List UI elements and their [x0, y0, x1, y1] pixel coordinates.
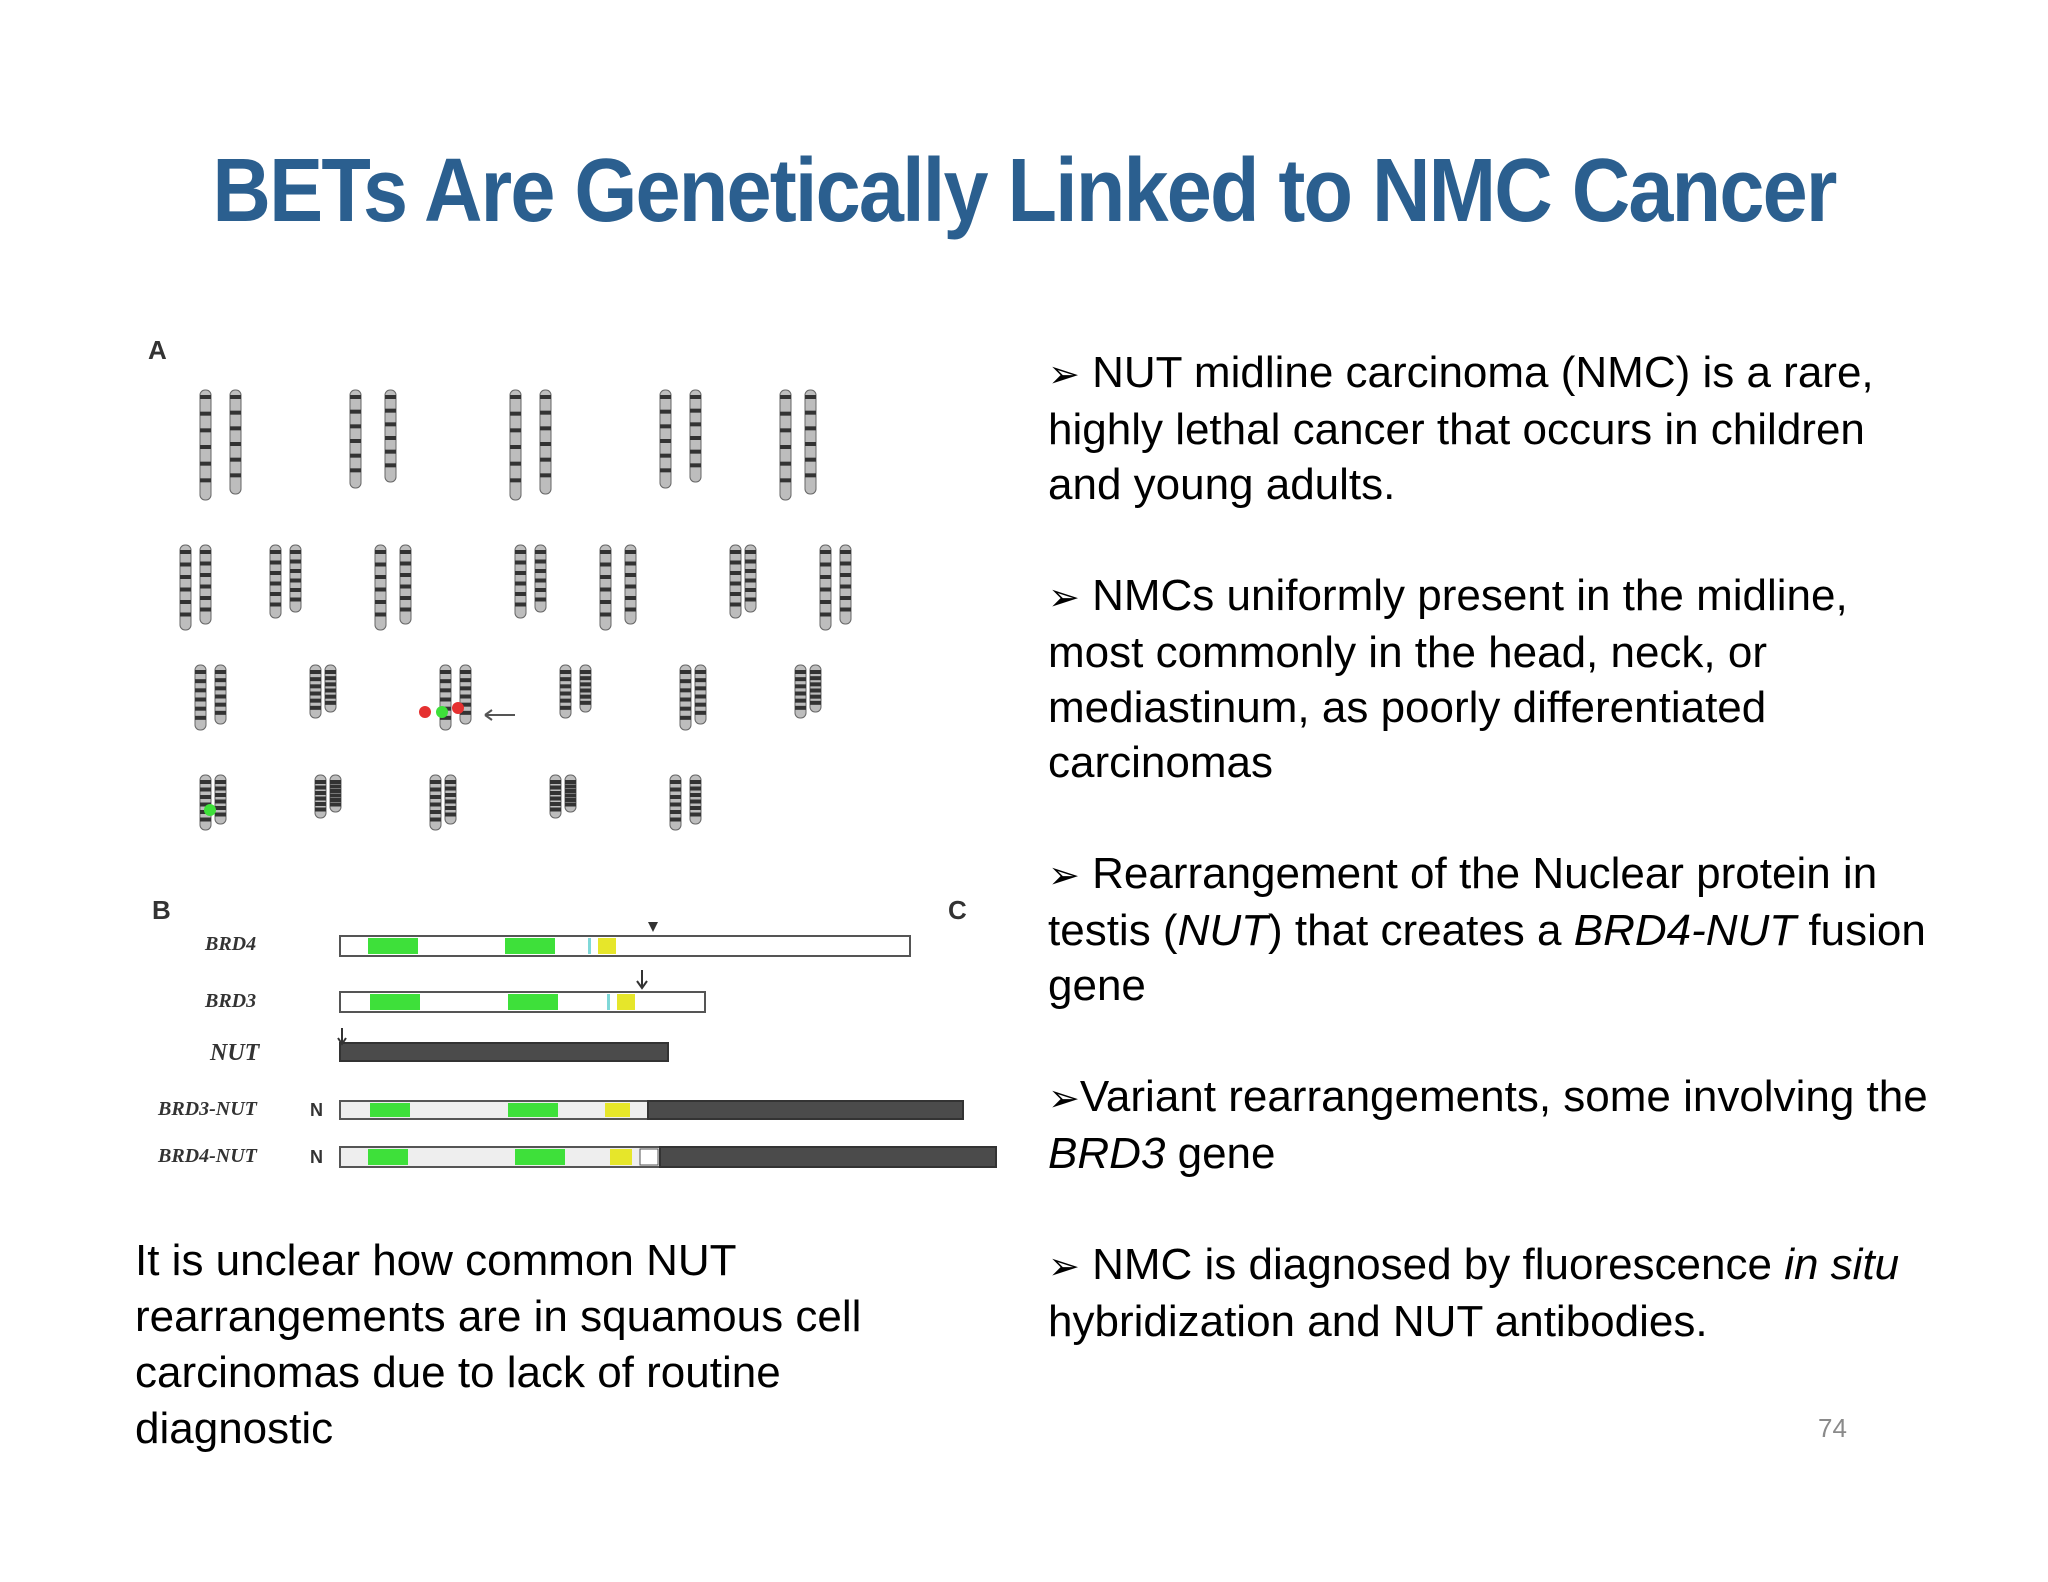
chromosome — [539, 389, 552, 495]
gene-diagram — [337, 922, 997, 1168]
chromosome — [599, 544, 612, 631]
chromosome — [579, 664, 592, 713]
chromosome — [329, 774, 342, 813]
brd4-nut-n-terminus: N — [310, 1147, 323, 1167]
chromosome — [444, 774, 457, 825]
chromosome — [669, 774, 682, 831]
page-number: 74 — [1818, 1413, 1847, 1443]
brd4-label: BRD4 — [205, 933, 257, 955]
chromosome — [729, 544, 742, 619]
nut-gene-bar — [337, 1028, 669, 1062]
chromosome — [179, 544, 192, 631]
chromosome — [399, 544, 412, 625]
karyotype-image — [179, 389, 852, 831]
chromosome — [194, 664, 207, 731]
chromosome — [314, 774, 327, 819]
chromosome — [269, 544, 282, 619]
bullet-item: ➢ NMC is diagnosed by fluorescence in si… — [1048, 1240, 1900, 1346]
arrow-bullet-icon: ➢ — [1048, 352, 1080, 396]
brd3-nut-label: BRD3-NUT — [158, 1098, 257, 1120]
chromosome — [549, 774, 562, 819]
chromosome — [199, 389, 212, 501]
chromosome — [229, 389, 242, 495]
brd3-gene-bar — [339, 970, 706, 1013]
chromosome — [839, 544, 852, 625]
brd3-et-domain — [617, 994, 635, 1010]
chromosome — [214, 664, 227, 725]
chromosome — [534, 544, 547, 613]
chromosome — [374, 544, 387, 631]
chromosome — [559, 664, 572, 719]
arrow-bullet-icon: ➢ — [1048, 1076, 1080, 1120]
chromosome — [809, 664, 822, 713]
left-note: It is unclear how common NUT rearrangeme… — [135, 1236, 862, 1453]
chromosome — [794, 664, 807, 719]
arrow-bullet-icon: ➢ — [1048, 1244, 1080, 1288]
arrow-icon — [484, 709, 515, 721]
fish-signal-dot — [436, 706, 448, 718]
chromosome — [384, 389, 397, 483]
chromosome — [289, 544, 302, 613]
brd4-gene-bar — [339, 922, 911, 957]
brd4-nut-label: BRD4-NUT — [158, 1145, 257, 1167]
fish-signal-dot — [419, 706, 431, 718]
brd3-nut-fusion-bar — [339, 1100, 964, 1120]
brd4-nut-fusion-bar — [339, 1146, 997, 1168]
karyotype-and-gene-figure: A B C — [140, 330, 1000, 1190]
chromosome — [429, 774, 442, 831]
arrow-bullet-icon: ➢ — [1048, 853, 1080, 897]
arrow-bullet-icon: ➢ — [1048, 575, 1080, 619]
brd4-breakpoint-marker — [648, 922, 658, 932]
chromosome — [514, 544, 527, 619]
chromosome — [659, 389, 672, 489]
chromosome — [324, 664, 337, 713]
brd3-nut-n-terminus: N — [310, 1100, 323, 1120]
chromosome — [779, 389, 792, 501]
bullet-item: ➢ NMCs uniformly present in the midline,… — [1048, 571, 1848, 787]
chromosome — [819, 544, 832, 631]
brd3-breakpoint-arrow — [636, 970, 648, 990]
fish-signal-dot — [204, 804, 216, 816]
chromosome — [694, 664, 707, 725]
chromosome — [624, 544, 637, 625]
chromosome — [509, 389, 522, 501]
chromosome — [199, 544, 212, 625]
chromosome — [564, 774, 577, 813]
chromosome — [689, 389, 702, 483]
chromosome — [804, 389, 817, 495]
bullet-item: ➢ NUT midline carcinoma (NMC) is a rare,… — [1048, 348, 1874, 509]
chromosome — [689, 774, 702, 825]
chromosome — [349, 389, 362, 489]
brd3-bromodomain-1 — [370, 994, 420, 1010]
fish-signal-dot — [452, 702, 464, 714]
chromosome — [679, 664, 692, 731]
brd3-bromodomain-2 — [508, 994, 558, 1010]
chromosome — [309, 664, 322, 719]
chromosome — [214, 774, 227, 825]
brd4-et-domain — [598, 938, 616, 954]
panel-b-label: B — [152, 895, 171, 925]
brd4-bromodomain-1 — [368, 938, 418, 954]
bullet-item: ➢ Rearrangement of the Nuclear protein i… — [1048, 849, 1926, 1010]
bullet-item: ➢Variant rearrangements, some involving … — [1048, 1072, 1928, 1178]
panel-c-label: C — [948, 895, 967, 925]
chromosome — [744, 544, 757, 613]
slide-title: BETs Are Genetically Linked to NMC Cance… — [212, 141, 1837, 241]
bullet-list: ➢ NUT midline carcinoma (NMC) is a rare,… — [1048, 345, 1948, 1405]
panel-a-label: A — [148, 335, 167, 365]
nut-label: NUT — [210, 1040, 260, 1066]
brd3-label: BRD3 — [205, 990, 257, 1012]
brd4-bromodomain-2 — [505, 938, 555, 954]
